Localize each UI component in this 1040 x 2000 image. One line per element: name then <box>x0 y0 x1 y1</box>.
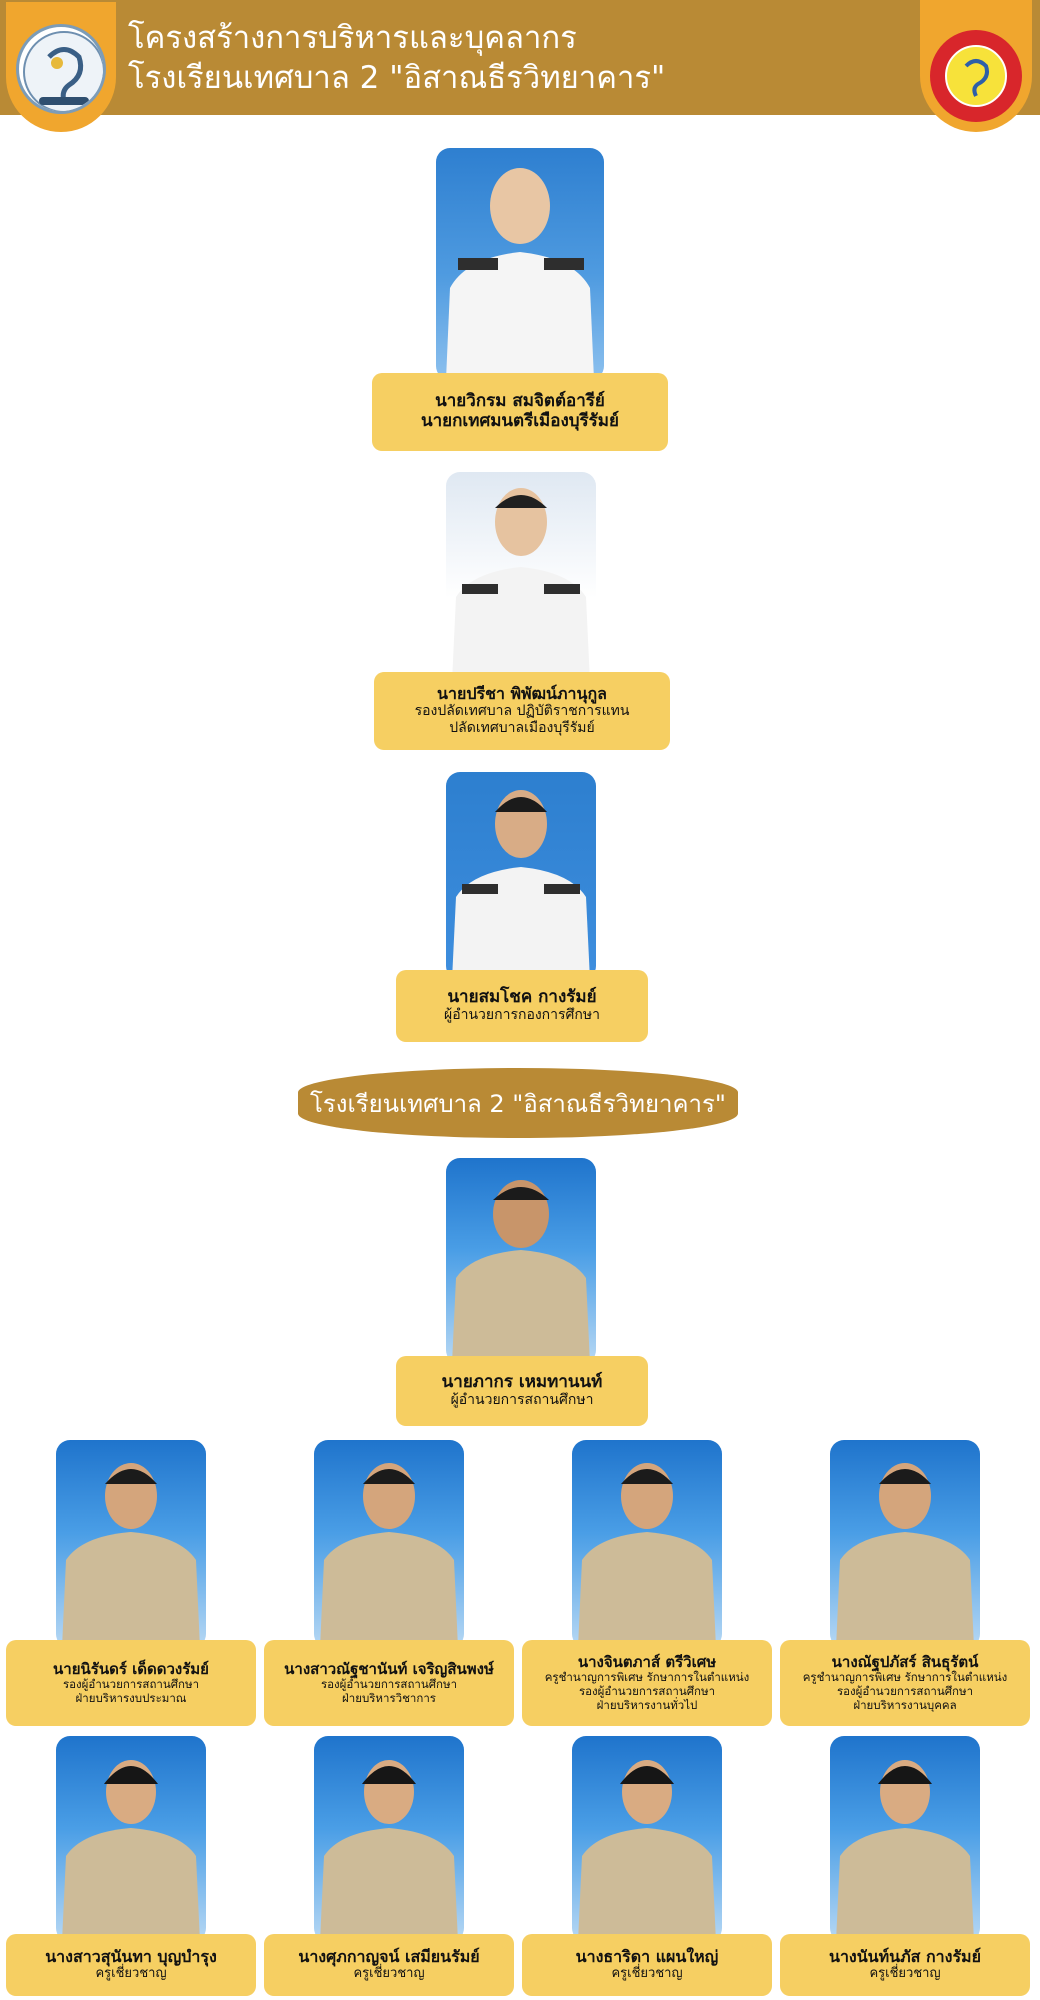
deputy-position-line: ฝ่ายบริหารงานทั่วไป <box>596 1697 698 1712</box>
deputy-position-line: ครูชำนาญการพิเศษ รักษาการในตำแหน่ง <box>544 1669 750 1684</box>
deputy-photo <box>56 1440 206 1648</box>
deputy-name: นางจินตภาส์ ตรีวิเศษ <box>577 1652 717 1671</box>
deputy-photo <box>314 1440 464 1648</box>
teacher-label: นางนันท์นภัส กางรัมย์ครูเชี่ยวชาญ <box>780 1934 1030 1996</box>
deputy-position-line: ฝ่ายบริหารงานบุคคล <box>853 1697 957 1712</box>
teacher-photo <box>572 1736 722 1942</box>
deputy-clerk-photo <box>446 472 596 682</box>
deputy-name: นายนิรันดร์ เด็ดดวงรัมย์ <box>53 1659 209 1678</box>
deputy-photo <box>572 1440 722 1648</box>
deputy-position-line: รองผู้อำนวยการสถานศึกษา <box>836 1683 974 1698</box>
school-banner-text: โรงเรียนเทศบาล 2 "อิสาณธีรวิทยาคาร" <box>310 1089 726 1118</box>
deputy-position-line: รองผู้อำนวยการสถานศึกษา <box>578 1683 716 1698</box>
header-bar <box>0 0 1040 115</box>
teacher-label: นางธาริดา แผนใหญ่ครูเชี่ยวชาญ <box>522 1934 772 1996</box>
header-title-line1: โครงสร้างการบริหารและบุคลากร <box>128 20 577 56</box>
teacher-name: นางธาริดา แผนใหญ่ <box>575 1947 719 1966</box>
teacher-label: นางสาวสุนันทา บุญบำรุงครูเชี่ยวชาญ <box>6 1934 256 1996</box>
deputy-label: นางจินตภาส์ ตรีวิเศษครูชำนาญการพิเศษ รัก… <box>522 1640 772 1726</box>
deputy-name: นางสาวณัฐชานันท์ เจริญสินพงษ์ <box>284 1659 494 1678</box>
deputy-label: นางณัฐปภัสร์ สินธุรัตน์ครูชำนาญการพิเศษ … <box>780 1640 1030 1726</box>
mayor-label: นายวิกรม สมจิตต์อารีย์ นายกเทศมนตรีเมือง… <box>372 373 668 451</box>
deputy-name: นางณัฐปภัสร์ สินธุรัตน์ <box>831 1652 979 1671</box>
teacher-photo <box>56 1736 206 1942</box>
deputy-position-line: รองผู้อำนวยการสถานศึกษา <box>62 1676 200 1691</box>
director-position: ผู้อำนวยการสถานศึกษา <box>450 1392 594 1409</box>
teacher-photo <box>830 1736 980 1942</box>
director-name: นายภากร เหมทานนท์ <box>441 1371 603 1392</box>
deputy-clerk-position2: ปลัดเทศบาลเมืองบุรีรัมย์ <box>449 720 595 737</box>
deputy-label: นายนิรันดร์ เด็ดดวงรัมย์รองผู้อำนวยการสถ… <box>6 1640 256 1726</box>
edu-director-photo <box>446 772 596 980</box>
deputy-clerk-label: นายปรีชา พิพัฒน์ภานุกูล รองปลัดเทศบาล ปฏ… <box>374 672 670 750</box>
municipality-logo <box>6 2 116 132</box>
deputy-position-line: ครูชำนาญการพิเศษ รักษาการในตำแหน่ง <box>802 1669 1008 1684</box>
teacher-name: นางศุภกาญจน์ เสมียนรัมย์ <box>298 1947 480 1966</box>
edu-director-name: นายสมโชค กางรัมย์ <box>447 986 597 1007</box>
edu-director-label: นายสมโชค กางรัมย์ ผู้อำนวยการกองการศึกษา <box>396 970 648 1042</box>
mayor-position: นายกเทศมนตรีเมืองบุรีรัมย์ <box>421 411 619 431</box>
mayor-photo <box>436 148 604 380</box>
teacher-name: นางนันท์นภัส กางรัมย์ <box>829 1947 981 1966</box>
deputy-photo <box>830 1440 980 1648</box>
header-title-line2: โรงเรียนเทศบาล 2 "อิสาณธีรวิทยาคาร" <box>128 60 666 96</box>
school-logo <box>920 0 1032 132</box>
teacher-label: นางศุภกาญจน์ เสมียนรัมย์ครูเชี่ยวชาญ <box>264 1934 514 1996</box>
deputy-position-line: รองผู้อำนวยการสถานศึกษา <box>320 1676 458 1691</box>
teacher-position: ครูเชี่ยวชาญ <box>353 1966 425 1982</box>
teacher-position: ครูเชี่ยวชาญ <box>95 1966 167 1982</box>
deputy-clerk-position1: รองปลัดเทศบาล ปฏิบัติราชการแทน <box>414 703 630 720</box>
teacher-position: ครูเชี่ยวชาญ <box>611 1966 683 1982</box>
teacher-photo <box>314 1736 464 1942</box>
teacher-position: ครูเชี่ยวชาญ <box>869 1966 941 1982</box>
deputy-clerk-name: นายปรีชา พิพัฒน์ภานุกูล <box>437 684 607 703</box>
deputy-position-line: ฝ่ายบริหารวิชาการ <box>342 1690 436 1705</box>
deputy-position-line: ฝ่ายบริหารงบประมาณ <box>75 1690 187 1705</box>
edu-director-position: ผู้อำนวยการกองการศึกษา <box>444 1007 600 1024</box>
director-photo <box>446 1158 596 1364</box>
deputy-label: นางสาวณัฐชานันท์ เจริญสินพงษ์รองผู้อำนวย… <box>264 1640 514 1726</box>
teacher-name: นางสาวสุนันทา บุญบำรุง <box>45 1947 217 1966</box>
director-label: นายภากร เหมทานนท์ ผู้อำนวยการสถานศึกษา <box>396 1356 648 1426</box>
mayor-name: นายวิกรม สมจิตต์อารีย์ <box>435 391 605 412</box>
school-banner: โรงเรียนเทศบาล 2 "อิสาณธีรวิทยาคาร" <box>298 1068 738 1138</box>
